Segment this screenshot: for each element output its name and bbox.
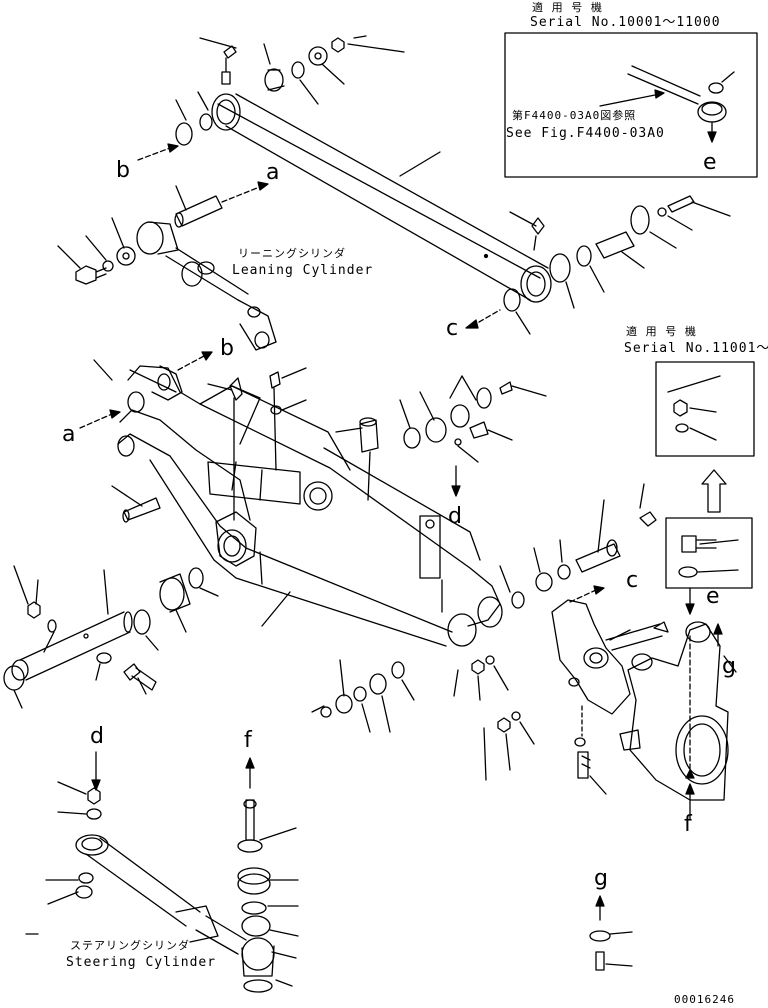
tie-rod — [212, 94, 551, 302]
king-pin-bottom — [238, 758, 298, 936]
steering-cylinder-en: Steering Cylinder — [66, 955, 217, 970]
bushings-top — [176, 36, 404, 145]
ref-b-mid: b — [220, 336, 234, 361]
tie-rod-right-parts — [504, 196, 730, 334]
ref-g-bottom: g — [594, 866, 608, 891]
inset-box-right — [656, 362, 754, 456]
ref-f-center: f — [244, 728, 252, 753]
hollow-arrow-up — [702, 470, 726, 512]
tie-rod-end-inset — [600, 66, 734, 142]
steering-cylinder — [26, 752, 296, 992]
bolt-washer-group — [679, 536, 738, 577]
knuckle-arm — [552, 600, 668, 794]
grease-nipple-1 — [200, 38, 236, 84]
small-nuts-right — [454, 656, 534, 780]
king-pin-left — [4, 566, 218, 708]
ref-a-top: a — [266, 160, 280, 185]
pin-a — [175, 182, 268, 227]
bolt-washer-left — [58, 218, 135, 284]
inset-top-title: 適 用 号 機 — [532, 1, 603, 14]
ref-a-left: a — [62, 422, 76, 447]
inset-top-arrow-label: e — [703, 150, 717, 175]
ref-d-bottom: d — [90, 724, 104, 749]
inset-top-ref-en: See Fig.F4400-03A0 — [506, 126, 665, 141]
ref-g-right: g — [722, 654, 736, 679]
center-small-parts — [312, 484, 656, 732]
inset-top-ref-jp: 第F4400-03A0図参照 — [512, 109, 637, 122]
inset-right-serial: Serial No.11001〜 — [624, 341, 768, 356]
ref-d-center: d — [448, 504, 462, 529]
ref-e-right: e — [706, 584, 720, 609]
ref-f-right: f — [684, 812, 692, 837]
inset-right-title: 適 用 号 機 — [626, 325, 697, 338]
inset-box-top — [505, 33, 757, 177]
drawing-number: 00016246 — [674, 993, 735, 1006]
leaning-cylinder — [137, 222, 276, 350]
ref-c-top: c — [446, 316, 459, 341]
steering-cylinder-jp: ステアリングシリンダ — [70, 939, 190, 952]
steering-knuckle — [620, 622, 728, 800]
inset-top-serial: Serial No.10001〜11000 — [530, 15, 721, 30]
ref-b-left: b — [116, 158, 130, 183]
frame-small-parts — [112, 368, 546, 522]
bolt-bottom-right — [590, 896, 632, 970]
axle-frame — [118, 366, 502, 646]
inset-box-bolt — [666, 518, 752, 588]
leaning-cylinder-jp: リーニングシリンダ — [238, 247, 346, 260]
nut-washer-inset — [668, 376, 720, 440]
ref-c-right: c — [626, 568, 639, 593]
leaning-cylinder-en: Leaning Cylinder — [232, 263, 374, 278]
